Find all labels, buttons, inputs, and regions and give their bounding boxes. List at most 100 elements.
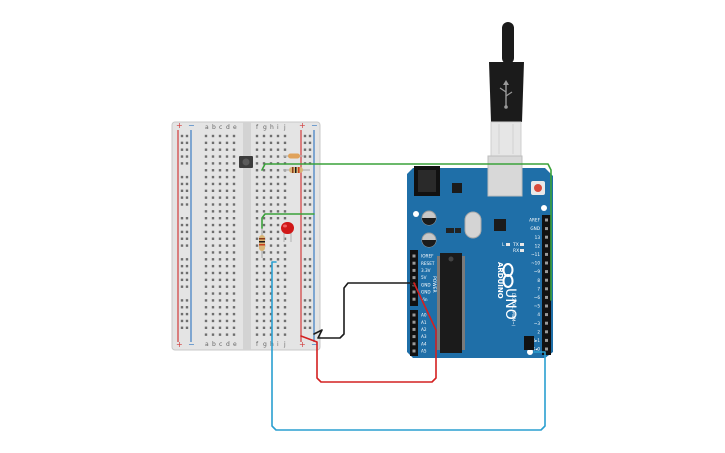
- breadboard-hole[interactable]: [204, 237, 208, 240]
- rail-hole[interactable]: [180, 278, 184, 282]
- breadboard-hole[interactable]: [225, 278, 229, 282]
- breadboard-hole[interactable]: [262, 155, 266, 158]
- rail-hole[interactable]: [308, 223, 312, 227]
- breadboard-hole[interactable]: [283, 196, 287, 199]
- breadboard-hole[interactable]: [276, 244, 280, 247]
- rail-hole[interactable]: [303, 230, 307, 234]
- breadboard-hole[interactable]: [283, 285, 287, 288]
- breadboard-hole[interactable]: [232, 312, 236, 316]
- digital-header-pin[interactable]: [545, 304, 548, 308]
- breadboard-hole[interactable]: [218, 258, 222, 261]
- rail-hole[interactable]: [185, 285, 189, 288]
- breadboard-hole[interactable]: [262, 326, 266, 329]
- rail-hole[interactable]: [303, 223, 307, 227]
- breadboard-hole[interactable]: [225, 319, 229, 323]
- breadboard-hole[interactable]: [232, 333, 236, 336]
- breadboard-hole[interactable]: [204, 217, 208, 220]
- breadboard-hole[interactable]: [232, 264, 236, 268]
- breadboard-hole[interactable]: [269, 278, 273, 282]
- breadboard-hole[interactable]: [232, 285, 236, 288]
- rail-hole[interactable]: [308, 134, 312, 138]
- digital-header-pin[interactable]: [545, 330, 548, 334]
- breadboard-hole[interactable]: [218, 312, 222, 316]
- breadboard-hole[interactable]: [218, 319, 222, 323]
- rail-hole[interactable]: [180, 244, 184, 247]
- analog-header-pin[interactable]: [412, 342, 416, 346]
- breadboard-hole[interactable]: [255, 162, 259, 165]
- rail-hole[interactable]: [185, 155, 189, 158]
- breadboard-hole[interactable]: [269, 237, 273, 240]
- breadboard-hole[interactable]: [269, 258, 273, 261]
- rail-hole[interactable]: [185, 223, 189, 227]
- breadboard-hole[interactable]: [232, 175, 236, 179]
- breadboard-hole[interactable]: [225, 299, 229, 302]
- rail-hole[interactable]: [308, 148, 312, 151]
- digital-header-pin[interactable]: [545, 261, 548, 265]
- breadboard-hole[interactable]: [218, 155, 222, 158]
- breadboard-hole[interactable]: [211, 264, 215, 268]
- breadboard-hole[interactable]: [225, 155, 229, 158]
- rail-hole[interactable]: [180, 312, 184, 316]
- digital-header-pin[interactable]: [545, 278, 548, 282]
- breadboard-hole[interactable]: [262, 271, 266, 275]
- breadboard-hole[interactable]: [232, 306, 236, 309]
- breadboard-hole[interactable]: [262, 189, 266, 192]
- breadboard-hole[interactable]: [255, 217, 259, 220]
- breadboard-hole[interactable]: [218, 223, 222, 227]
- breadboard-hole[interactable]: [225, 244, 229, 247]
- rail-hole[interactable]: [308, 217, 312, 220]
- breadboard-hole[interactable]: [211, 244, 215, 247]
- breadboard-hole[interactable]: [211, 203, 215, 206]
- rail-hole[interactable]: [180, 319, 184, 323]
- breadboard-hole[interactable]: [269, 306, 273, 309]
- breadboard-hole[interactable]: [276, 182, 280, 186]
- analog-header-pin[interactable]: [412, 320, 416, 324]
- breadboard-hole[interactable]: [232, 258, 236, 261]
- rail-hole[interactable]: [303, 182, 307, 186]
- wire-green-led[interactable]: [261, 213, 315, 229]
- breadboard-hole[interactable]: [218, 196, 222, 199]
- reset-button-cap[interactable]: [534, 184, 542, 192]
- breadboard-hole[interactable]: [232, 244, 236, 247]
- breadboard-hole[interactable]: [232, 155, 236, 158]
- rail-hole[interactable]: [303, 306, 307, 309]
- breadboard-hole[interactable]: [283, 134, 287, 138]
- breadboard-hole[interactable]: [262, 210, 266, 213]
- breadboard-hole[interactable]: [255, 196, 259, 199]
- rail-hole[interactable]: [308, 196, 312, 199]
- rail-hole[interactable]: [180, 271, 184, 275]
- breadboard-hole[interactable]: [204, 223, 208, 227]
- rail-hole[interactable]: [308, 306, 312, 309]
- breadboard-hole[interactable]: [269, 230, 273, 234]
- breadboard-hole[interactable]: [204, 326, 208, 329]
- analog-header-pin[interactable]: [412, 313, 416, 317]
- breadboard-hole[interactable]: [211, 278, 215, 282]
- digital-header-pin[interactable]: [545, 287, 548, 291]
- rail-hole[interactable]: [185, 299, 189, 302]
- analog-header-pin[interactable]: [412, 349, 416, 353]
- breadboard-hole[interactable]: [218, 134, 222, 138]
- rail-hole[interactable]: [303, 312, 307, 316]
- breadboard-hole[interactable]: [269, 271, 273, 275]
- breadboard-hole[interactable]: [262, 148, 266, 151]
- breadboard-hole[interactable]: [255, 223, 259, 227]
- rail-hole[interactable]: [180, 155, 184, 158]
- breadboard-hole[interactable]: [269, 264, 273, 268]
- digital-header-pin[interactable]: [545, 270, 548, 274]
- rail-hole[interactable]: [180, 237, 184, 240]
- rail-hole[interactable]: [185, 271, 189, 275]
- breadboard-hole[interactable]: [255, 210, 259, 213]
- breadboard-hole[interactable]: [218, 251, 222, 254]
- breadboard-hole[interactable]: [225, 196, 229, 199]
- breadboard-hole[interactable]: [225, 271, 229, 275]
- breadboard-hole[interactable]: [255, 299, 259, 302]
- breadboard-hole[interactable]: [283, 264, 287, 268]
- breadboard-hole[interactable]: [218, 244, 222, 247]
- wire-green-pushbutton[interactable]: [261, 163, 552, 301]
- rail-hole[interactable]: [180, 134, 184, 138]
- breadboard-hole[interactable]: [283, 312, 287, 316]
- breadboard-hole[interactable]: [262, 141, 266, 145]
- breadboard-hole[interactable]: [283, 319, 287, 323]
- breadboard-hole[interactable]: [283, 237, 287, 240]
- breadboard-hole[interactable]: [269, 175, 273, 179]
